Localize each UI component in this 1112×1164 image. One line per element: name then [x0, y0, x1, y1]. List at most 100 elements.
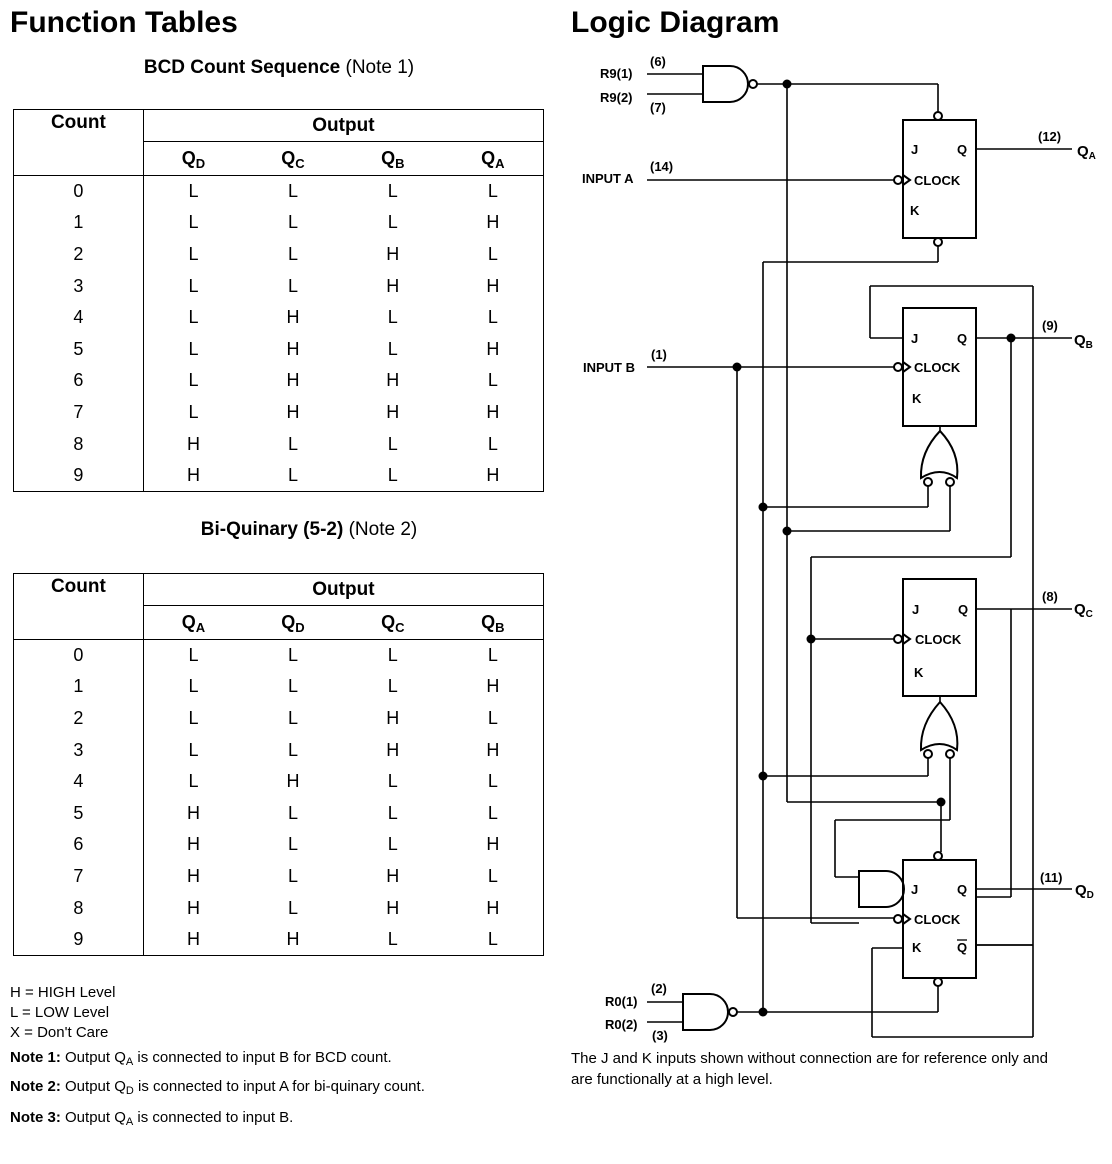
count-cell: 7 [13, 860, 144, 893]
output-cell: L [243, 459, 343, 492]
r91-label: R9(1) [600, 66, 633, 81]
ffd-clock-bubble [893, 914, 903, 924]
biq-col-qc: QC [342, 605, 443, 640]
output-cell: L [287, 802, 298, 823]
count-cell: 8 [13, 892, 144, 924]
pin2-label: (2) [651, 981, 667, 996]
output-cell: L [287, 707, 298, 728]
output-cell: L [442, 765, 544, 798]
orb-in2-bubble [945, 477, 955, 487]
output-cell: L [387, 338, 398, 359]
output-cell: H [143, 459, 244, 492]
output-cell: L [442, 639, 544, 672]
count-cell: 5 [13, 333, 144, 366]
bcd-col-qb: QB [342, 141, 443, 176]
legend-low: L = LOW Level [10, 1004, 110, 1021]
output-cell: H [386, 401, 400, 422]
output-cell: H [386, 739, 400, 760]
pin12-label: (12) [1038, 129, 1061, 144]
count-cell: 1 [13, 207, 144, 239]
pin8-label: (8) [1042, 589, 1058, 604]
ffd-set-bubble [933, 851, 943, 861]
output-cell: L [287, 834, 298, 855]
output-cell: H [186, 433, 200, 454]
count-cell: 0 [13, 175, 144, 208]
logic-diagram-heading: Logic Diagram [571, 6, 780, 39]
pin1-label: (1) [651, 347, 667, 362]
level-legend: H = HIGH Level L = LOW Level X = Don't C… [10, 983, 115, 1043]
ffd-clock-triangle [902, 913, 912, 925]
output-cell: L [442, 860, 544, 893]
ffc-q-label: Q [958, 602, 968, 617]
pin11-label: (11) [1040, 870, 1062, 885]
output-cell: L [387, 307, 398, 328]
output-cell: L [188, 243, 199, 264]
bcd-table-caption: BCD Count Sequence (Note 1) [14, 57, 544, 79]
output-cell: H [286, 370, 300, 391]
output-qa-label: QA [1077, 143, 1096, 162]
output-cell: H [186, 802, 200, 823]
output-cell: H [286, 307, 300, 328]
output-cell: H [442, 207, 544, 239]
ffd-q-label: Q [957, 882, 967, 897]
input-a-label: INPUT A [582, 171, 634, 186]
ffa-clock-triangle [902, 174, 912, 186]
output-cell: L [188, 401, 199, 422]
output-cell: H [386, 275, 400, 296]
junction-dots [732, 79, 1016, 1017]
ffd-qbar-label: Q [957, 940, 967, 955]
biquinary-count-header: Count [13, 573, 144, 640]
ffd-j-label: J [911, 882, 918, 897]
output-cell: L [287, 865, 298, 886]
output-cell: H [442, 459, 544, 492]
or-gate-b [919, 429, 959, 480]
output-cell: L [342, 459, 443, 492]
legend-high: H = HIGH Level [10, 984, 116, 1001]
ffc-clock-label: CLOCK [915, 632, 962, 647]
output-cell: H [386, 243, 400, 264]
output-cell: L [188, 707, 199, 728]
ffc-k-label: K [914, 665, 924, 680]
count-cell: 8 [13, 428, 144, 460]
output-cell: L [442, 301, 544, 334]
count-cell: 3 [13, 270, 144, 302]
ffd-k-label: K [912, 940, 922, 955]
bcd-caption-note: (Note 1) [345, 57, 415, 78]
output-cell: L [188, 307, 199, 328]
biquinary-table-caption: Bi-Quinary (5-2) (Note 2) [14, 519, 604, 541]
output-cell: H [442, 270, 544, 302]
count-cell: 4 [13, 301, 144, 334]
output-cell: L [188, 181, 199, 202]
note-3: Note 3: Output QA is connected to input … [10, 1109, 294, 1128]
output-cell: H [286, 338, 300, 359]
output-cell: L [188, 275, 199, 296]
output-cell: L [387, 802, 398, 823]
legend-dont-care: X = Don't Care [10, 1024, 109, 1041]
output-cell: L [387, 433, 398, 454]
output-qc-label: QC [1074, 601, 1093, 620]
count-cell: 1 [13, 671, 144, 703]
output-cell: L [387, 676, 398, 697]
output-cell: L [287, 243, 298, 264]
count-cell: 5 [13, 797, 144, 830]
output-cell: H [286, 401, 300, 422]
output-cell: H [442, 892, 544, 924]
r9-nand-gate [702, 65, 749, 103]
r92-label: R9(2) [600, 90, 633, 105]
output-cell: L [287, 433, 298, 454]
ffa-clock-label: CLOCK [914, 173, 961, 188]
and-gate-d [858, 870, 905, 908]
ffb-clock-triangle [902, 361, 912, 373]
